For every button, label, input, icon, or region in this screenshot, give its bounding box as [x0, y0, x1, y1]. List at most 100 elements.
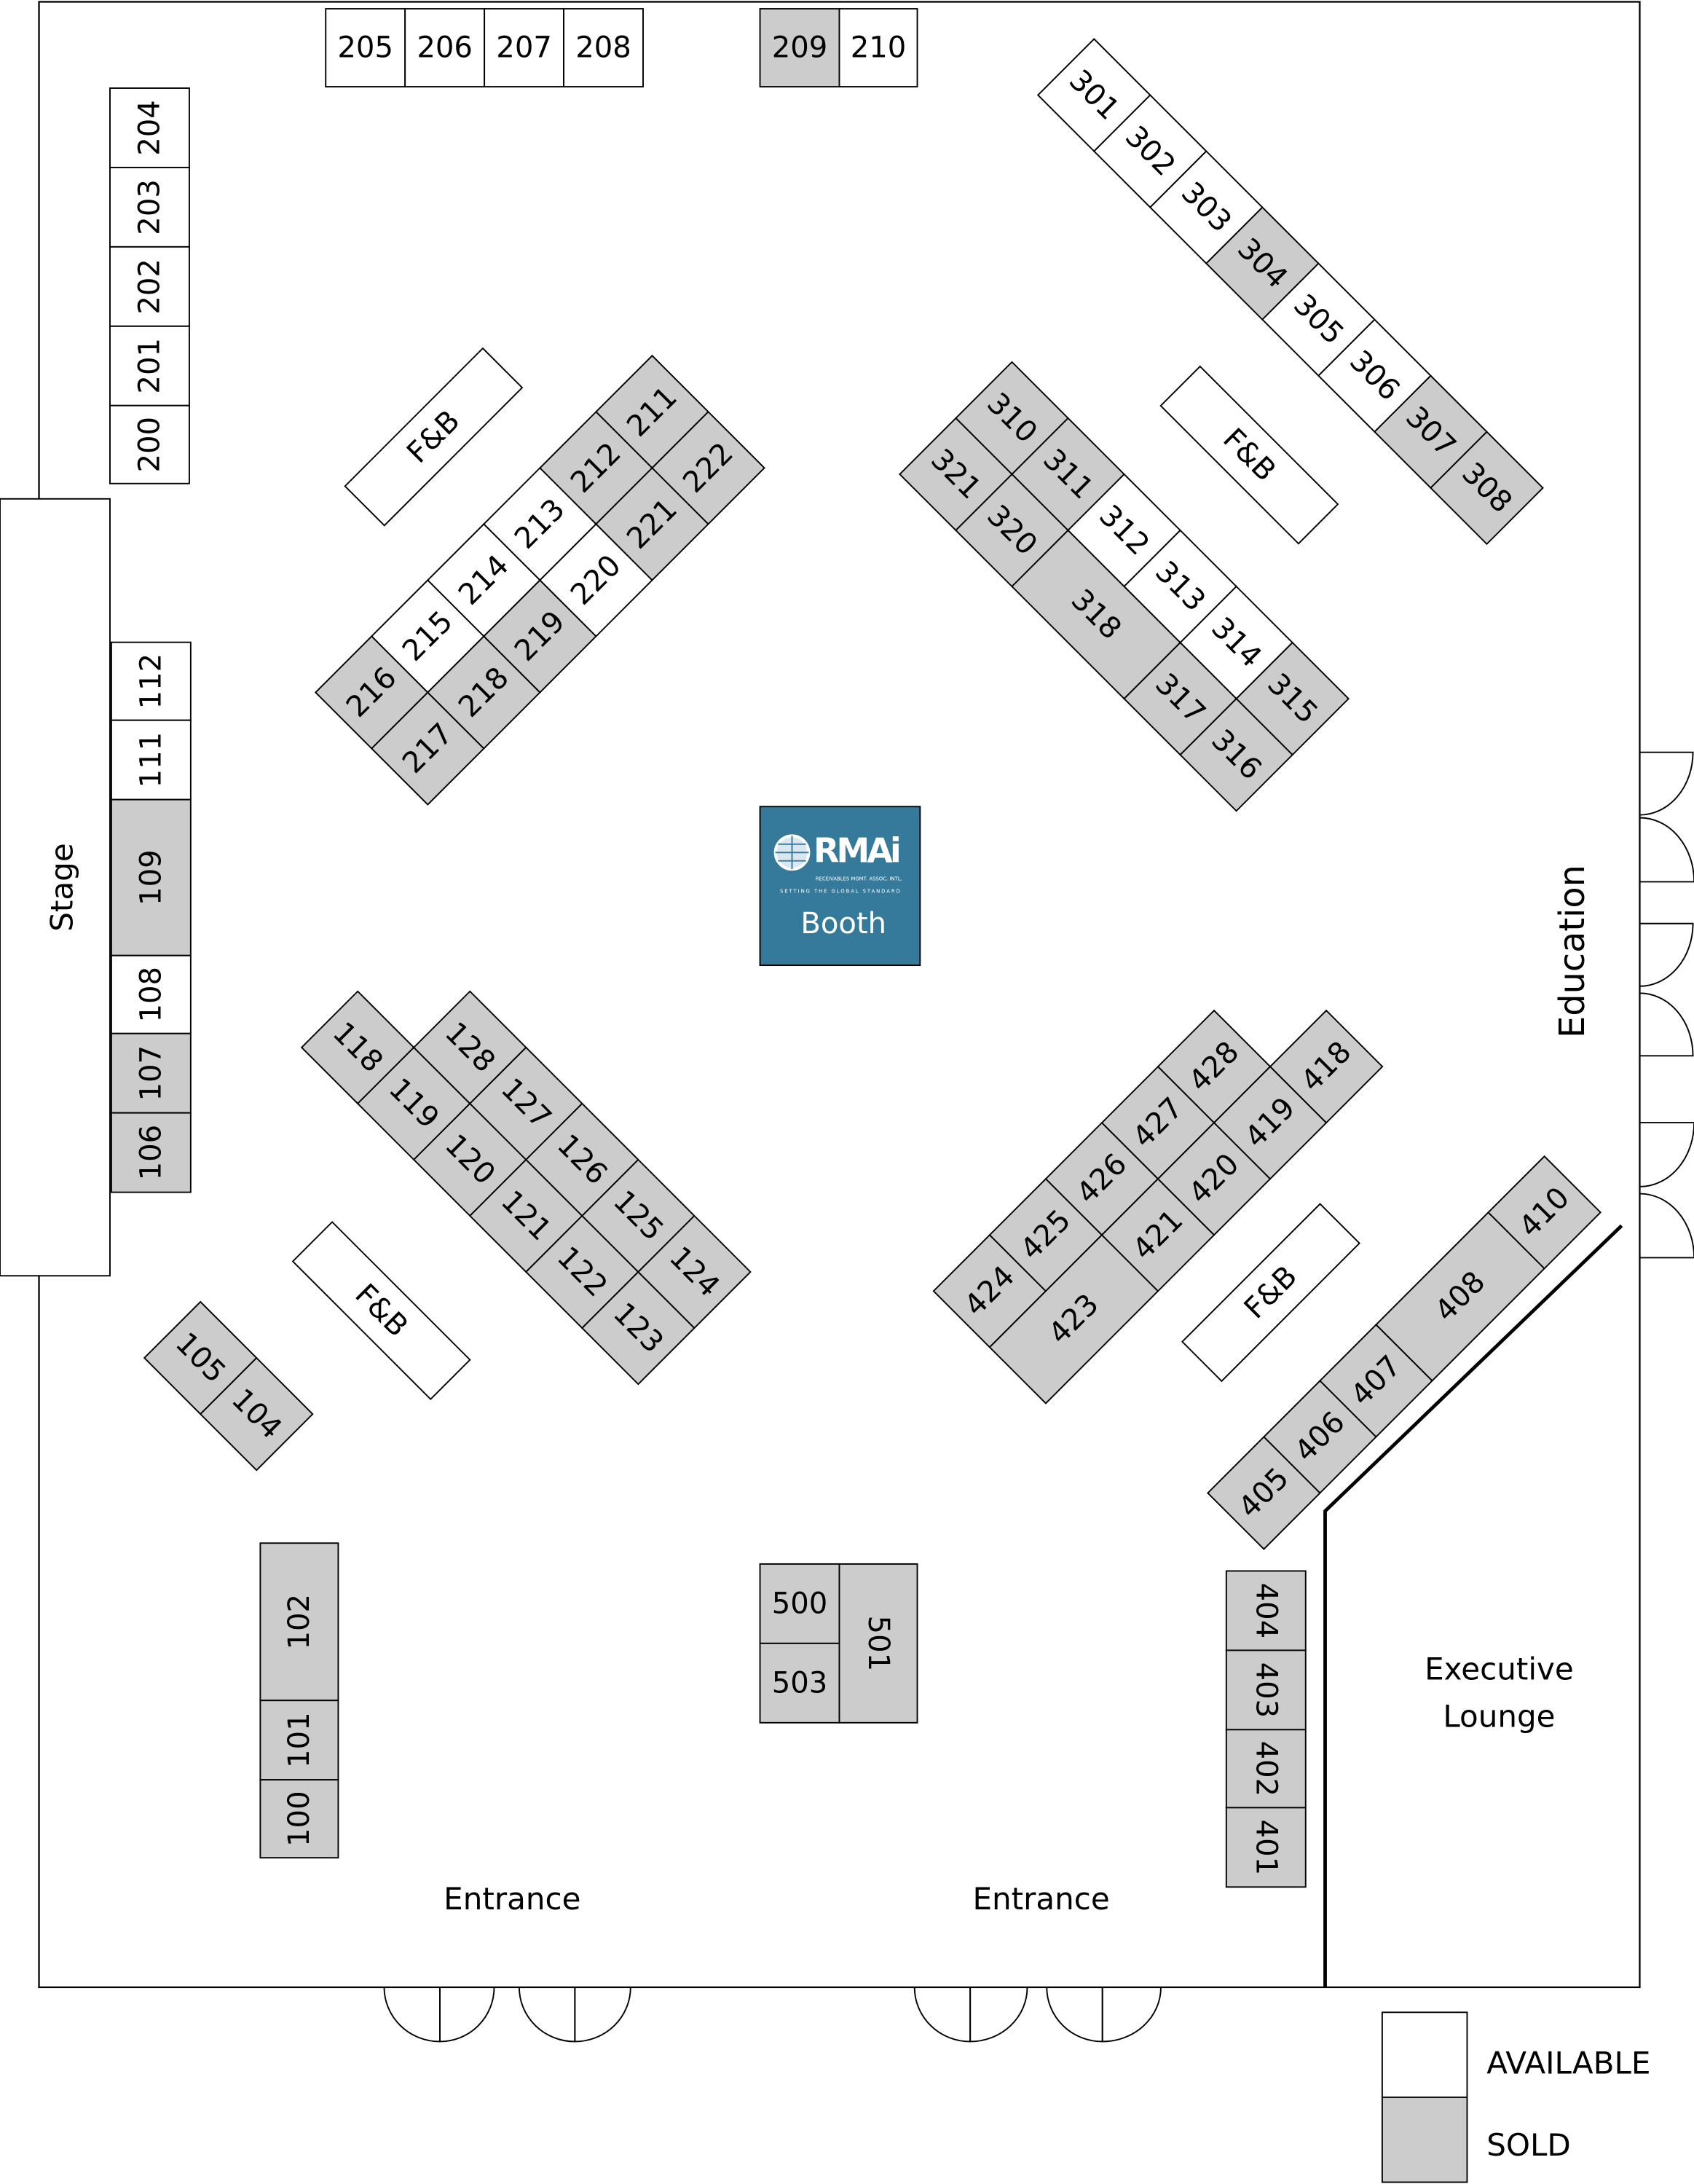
booth-available-box	[109, 166, 190, 248]
booth-202[interactable]: 202	[109, 245, 190, 327]
booth-501[interactable]: 501	[838, 1563, 918, 1724]
booth-106[interactable]: 106	[110, 1112, 192, 1193]
booth-418[interactable]: 418	[1269, 1009, 1384, 1124]
booth-number: 403	[1249, 1662, 1283, 1718]
booth-104[interactable]: 104	[199, 1356, 314, 1472]
booth-number: 112	[134, 653, 168, 710]
booth-number: 102	[283, 1594, 316, 1650]
booth-sold-box	[259, 1779, 339, 1859]
booth-207[interactable]: 207	[484, 8, 565, 88]
booth-number: 501	[862, 1616, 895, 1672]
door-icon	[383, 1986, 441, 2043]
booth-201[interactable]: 201	[109, 325, 190, 406]
door-icon	[1639, 922, 1694, 987]
booth-number: 107	[134, 1045, 168, 1101]
booth-sold-box	[199, 1356, 314, 1472]
door-icon	[969, 1986, 1028, 2043]
booth-number: 200	[133, 417, 166, 473]
booth-number: 204	[133, 100, 166, 156]
executive-lounge-label-2: Lounge	[1443, 1699, 1555, 1735]
booth-401[interactable]: 401	[1225, 1807, 1307, 1888]
booth-206[interactable]: 206	[404, 8, 486, 88]
legend-sold-label: SOLD	[1486, 2127, 1571, 2163]
booth-available-box	[484, 8, 565, 88]
door-icon	[574, 1986, 631, 2043]
booth-107[interactable]: 107	[110, 1032, 192, 1114]
booth-available-box	[563, 8, 644, 88]
booth-available-box	[109, 325, 190, 406]
booth-number: 210	[851, 31, 907, 65]
legend: AVAILABLE SOLD	[1381, 2011, 1650, 2183]
booth-available-box	[110, 641, 192, 721]
booth-410[interactable]: 410	[1487, 1155, 1602, 1270]
booth-124[interactable]: 124	[637, 1214, 752, 1329]
booth-sold-box	[1225, 1807, 1307, 1888]
booth-sold-box	[1225, 1729, 1307, 1809]
booth-sold-box	[259, 1542, 339, 1702]
booth-number: 206	[417, 31, 473, 65]
booth-308[interactable]: 308	[1430, 431, 1544, 546]
booth-sold-box	[759, 1642, 840, 1724]
booth-available-box	[838, 8, 918, 88]
booth-211[interactable]: 211	[595, 354, 709, 469]
booth-318[interactable]: 318	[1011, 529, 1181, 700]
door-icon	[913, 1986, 972, 2043]
education-label: Education	[1553, 865, 1593, 1038]
door-icon	[1639, 1193, 1694, 1259]
entrance-right-label: Entrance	[972, 1881, 1109, 1917]
booth-available-box	[109, 404, 190, 484]
booth-number: 106	[134, 1125, 168, 1181]
door-icon	[1639, 1122, 1694, 1187]
booth-210[interactable]: 210	[838, 8, 918, 88]
booth-102[interactable]: 102	[259, 1542, 339, 1702]
booth-100[interactable]: 100	[259, 1779, 339, 1859]
booth-sold-box	[1487, 1155, 1602, 1270]
food-and-beverage-area: F&B	[344, 347, 524, 527]
door-icon	[1639, 751, 1694, 816]
booth-402[interactable]: 402	[1225, 1729, 1307, 1809]
booth-sold-box	[651, 410, 765, 525]
booth-503[interactable]: 503	[759, 1642, 840, 1724]
booth-403[interactable]: 403	[1225, 1649, 1307, 1731]
booth-number: 202	[133, 259, 166, 315]
booth-208[interactable]: 208	[563, 8, 644, 88]
stage-label: Stage	[44, 843, 79, 931]
door-icon	[439, 1986, 495, 2043]
rmai-booth[interactable]: RMAi RECEIVABLES MGMT. ASSOC. INTL. SETT…	[759, 806, 921, 967]
booth-number: 503	[772, 1666, 828, 1700]
booth-available-box	[110, 954, 192, 1034]
lounge-wall	[1323, 1224, 1623, 1987]
booth-sold-box	[1179, 697, 1294, 812]
booth-111[interactable]: 111	[110, 719, 192, 801]
booth-109[interactable]: 109	[110, 798, 192, 957]
booth-101[interactable]: 101	[259, 1700, 339, 1781]
booth-108[interactable]: 108	[110, 954, 192, 1034]
booth-205[interactable]: 205	[325, 8, 406, 88]
booth-200[interactable]: 200	[109, 404, 190, 484]
rmai-logo-tagline: SETTING THE GLOBAL STANDARD	[780, 889, 902, 895]
booth-sold-box	[1225, 1570, 1307, 1651]
food-and-beverage-area: F&B	[1159, 365, 1339, 545]
booth-number: 108	[134, 967, 168, 1023]
booth-209[interactable]: 209	[759, 8, 840, 88]
booth-500[interactable]: 500	[759, 1563, 840, 1644]
booth-number: 100	[283, 1791, 316, 1847]
booth-404[interactable]: 404	[1225, 1570, 1307, 1651]
booth-number: 208	[575, 31, 631, 65]
booth-423[interactable]: 423	[988, 1233, 1159, 1405]
booth-number: 109	[134, 849, 168, 906]
door-icon	[1639, 992, 1694, 1057]
booth-222[interactable]: 222	[651, 410, 765, 525]
booth-number: 101	[283, 1712, 316, 1768]
booth-112[interactable]: 112	[110, 641, 192, 721]
booth-316[interactable]: 316	[1179, 697, 1294, 812]
booth-204[interactable]: 204	[109, 87, 190, 168]
booth-203[interactable]: 203	[109, 166, 190, 248]
stage: Stage	[0, 498, 111, 1277]
booth-sold-box	[259, 1700, 339, 1781]
legend-available-label: AVAILABLE	[1486, 2045, 1650, 2081]
rmai-globe-icon	[773, 834, 811, 871]
